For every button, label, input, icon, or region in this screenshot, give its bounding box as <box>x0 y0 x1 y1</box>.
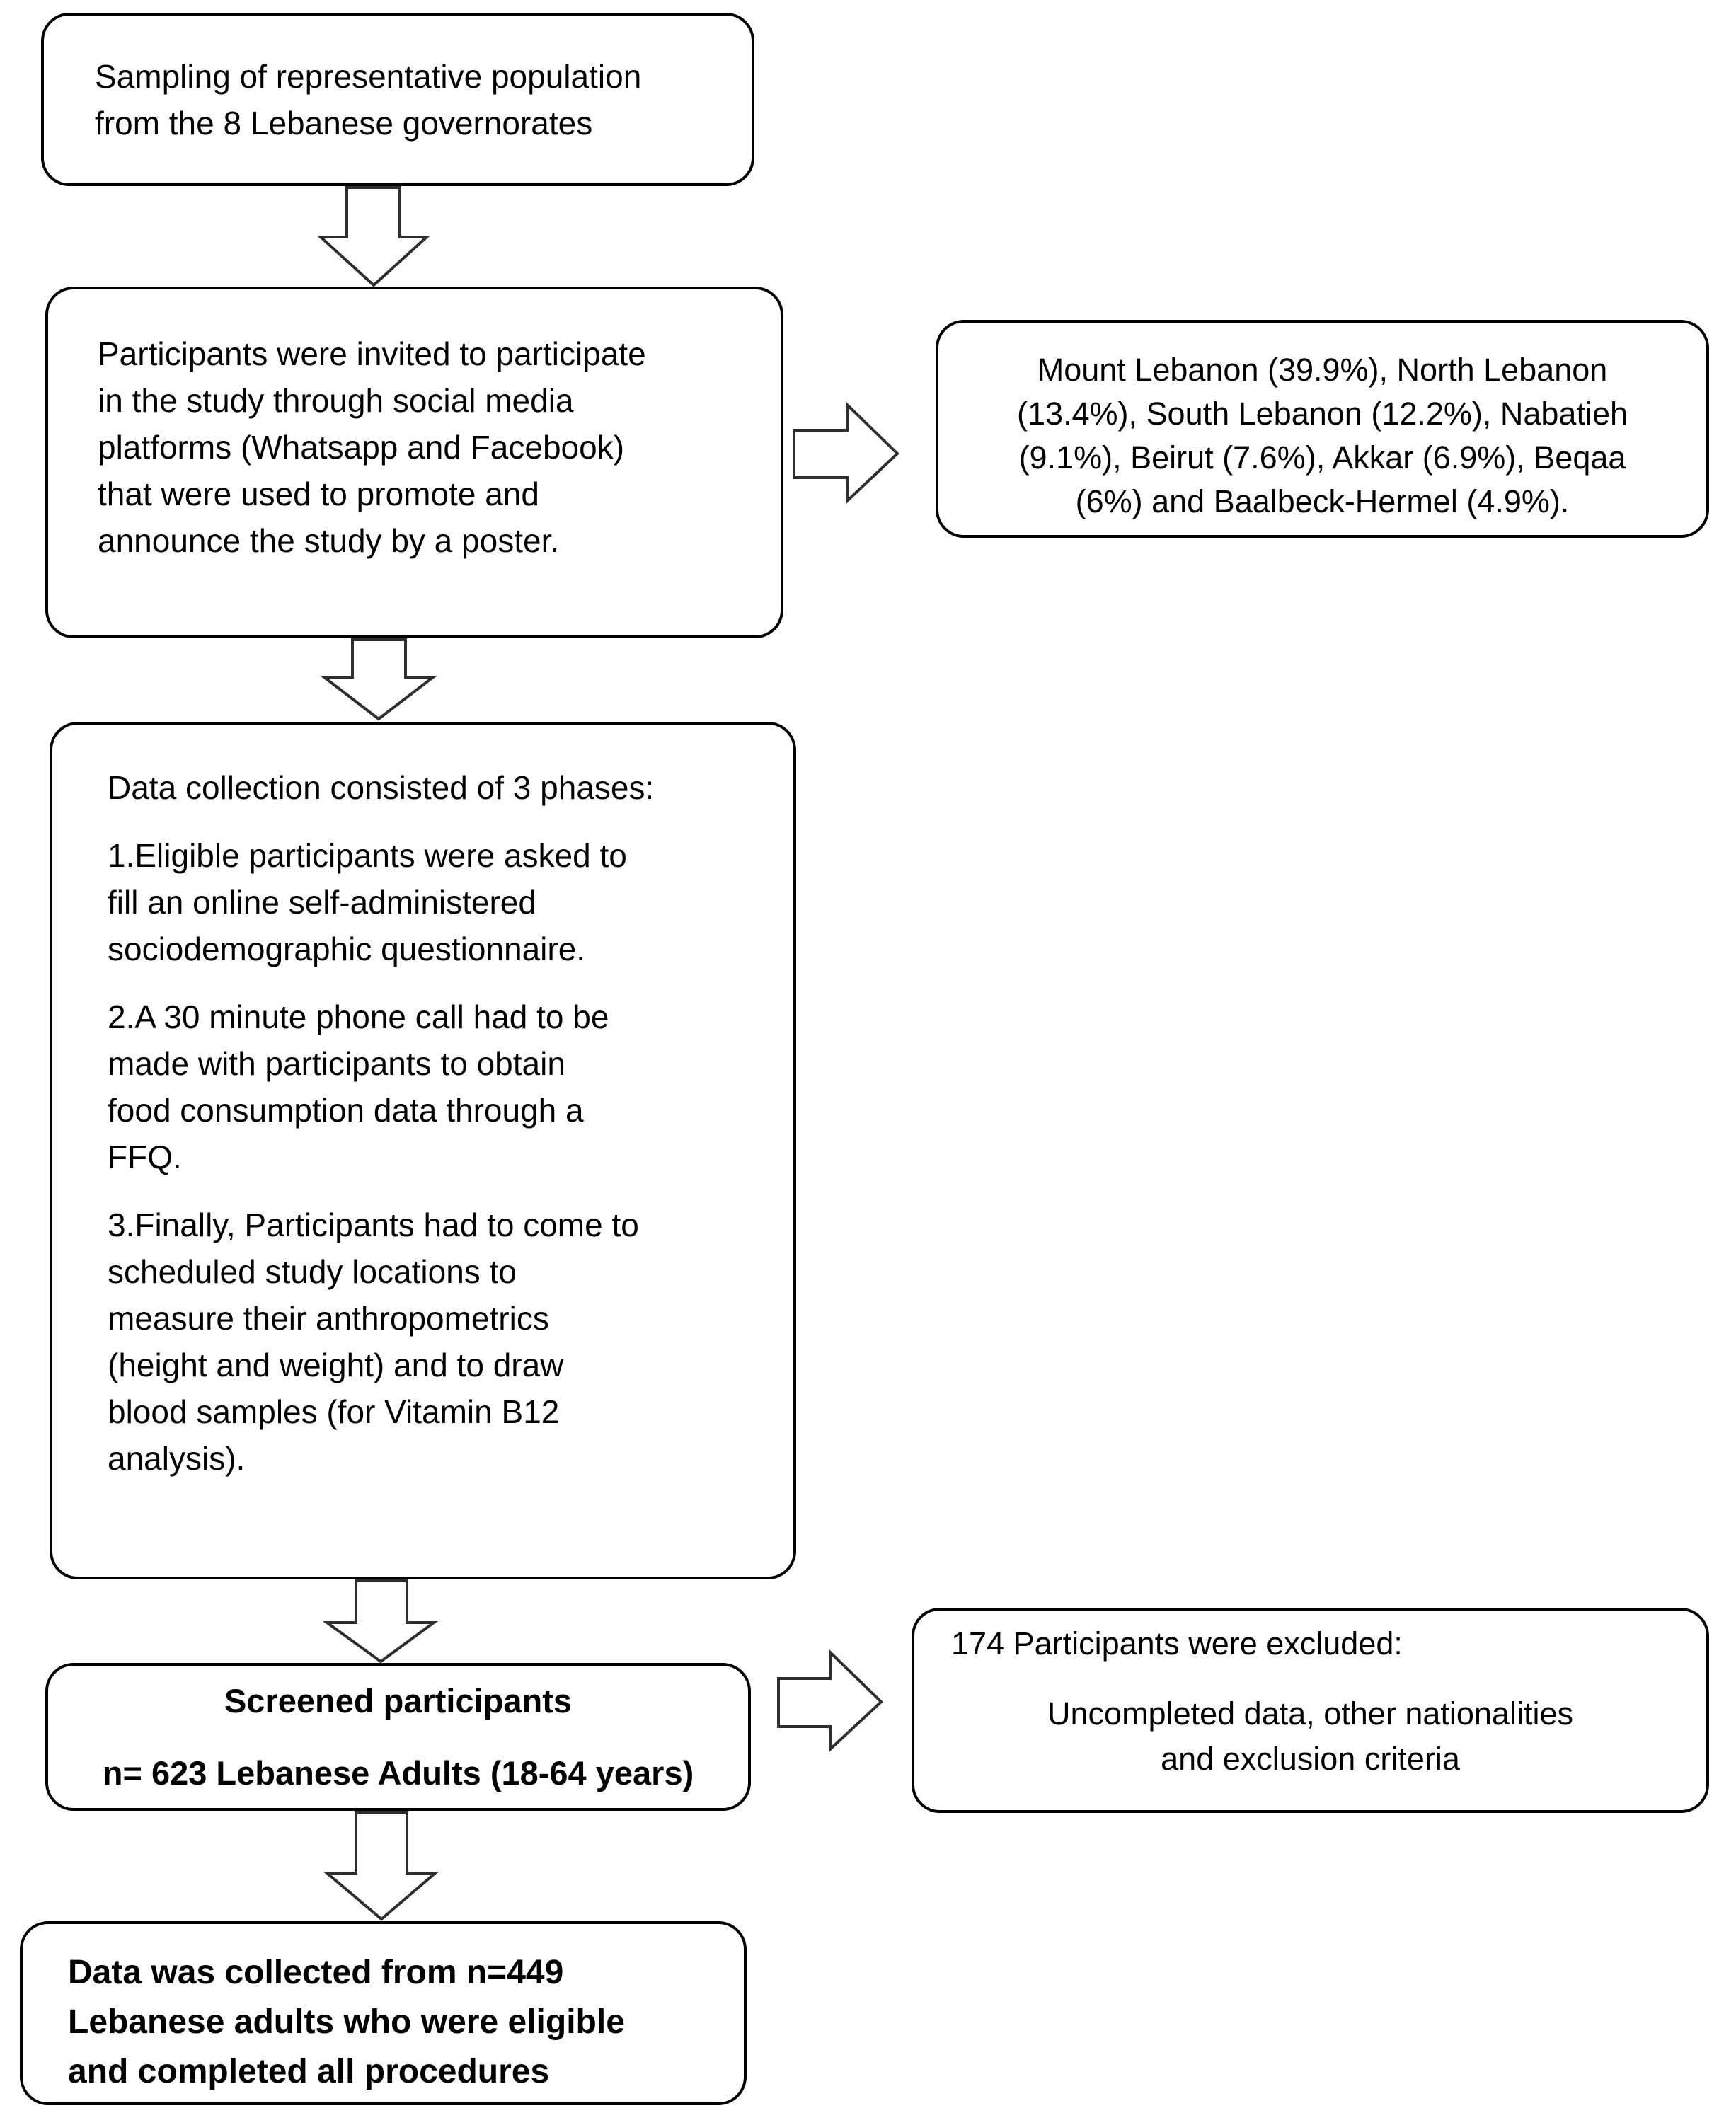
right-arrow-invitation <box>793 401 899 505</box>
phase-3-line: analysis). <box>108 1440 246 1477</box>
invitation-line: in the study through social media <box>98 382 574 419</box>
phase-2-line: FFQ. <box>108 1139 182 1175</box>
governorates-box: Mount Lebanon (39.9%), North Lebanon (13… <box>936 320 1709 538</box>
final-sample-line: Data was collected from n=449 <box>68 1954 564 1991</box>
excluded-reason-line: and exclusion criteria <box>1161 1741 1460 1777</box>
phase-1: 1.Eligible participants were asked to fi… <box>108 832 772 972</box>
down-arrow-1 <box>316 186 431 287</box>
governorates-line: Mount Lebanon (39.9%), North Lebanon <box>1037 352 1608 388</box>
phase-3: 3.Finally, Participants had to come to s… <box>108 1202 772 1482</box>
screened-title: Screened participants <box>224 1681 573 1720</box>
intro-line: Data collection consisted of 3 phases: <box>108 769 655 806</box>
invitation-box: Participants were invited to participate… <box>45 287 783 638</box>
governorates-line: (6%) and Baalbeck-Hermel (4.9%). <box>1075 483 1570 519</box>
down-arrow-2 <box>320 638 437 721</box>
phase-2-line: 2.A 30 minute phone call had to be <box>108 998 609 1035</box>
phase-1-line: fill an online self-administered <box>108 884 536 921</box>
invitation-line: that were used to promote and <box>98 476 539 512</box>
final-sample-box: Data was collected from n=449 Lebanese a… <box>20 1921 747 2105</box>
phase-3-line: scheduled study locations to <box>108 1253 517 1290</box>
phase-1-line: 1.Eligible participants were asked to <box>108 837 627 874</box>
excluded-heading: 174 Participants were excluded: <box>951 1625 1403 1662</box>
final-sample-line: and completed all procedures <box>68 2053 550 2090</box>
excluded-box: 174 Participants were excluded: Uncomple… <box>912 1608 1709 1813</box>
sampling-line: from the 8 Lebanese governorates <box>95 104 593 142</box>
screened-count: n= 623 Lebanese Adults (18-64 years) <box>102 1753 694 1792</box>
excluded-reason-line: Uncompleted data, other nationalities <box>1047 1695 1573 1732</box>
phase-3-line: measure their anthropometrics <box>108 1300 549 1337</box>
governorates-line: (13.4%), South Lebanon (12.2%), Nabatieh <box>1016 396 1628 432</box>
sampling-box: Sampling of representative population fr… <box>41 13 754 186</box>
final-sample-line: Lebanese adults who were eligible <box>68 2003 625 2041</box>
data-collection-box: Data collection consisted of 3 phases: 1… <box>50 722 796 1579</box>
phase-3-line: 3.Finally, Participants had to come to <box>108 1207 639 1243</box>
phase-3-line: blood samples (for Vitamin B12 <box>108 1393 560 1430</box>
governorates-line: (9.1%), Beirut (7.6%), Akkar (6.9%), Beq… <box>1018 439 1626 476</box>
phase-2-line: made with participants to obtain <box>108 1045 565 1082</box>
down-arrow-4 <box>323 1811 439 1921</box>
phase-2-line: food consumption data through a <box>108 1092 584 1129</box>
sampling-line: Sampling of representative population <box>95 57 642 95</box>
down-arrow-3 <box>322 1579 439 1664</box>
right-arrow-excluded <box>777 1649 883 1753</box>
invitation-line: platforms (Whatsapp and Facebook) <box>98 429 625 466</box>
invitation-line: Participants were invited to participate <box>98 335 646 372</box>
phase-1-line: sociodemographic questionnaire. <box>108 931 586 967</box>
phase-3-line: (height and weight) and to draw <box>108 1347 564 1383</box>
data-collection-intro: Data collection consisted of 3 phases: <box>108 764 772 811</box>
screened-box: Screened participants n= 623 Lebanese Ad… <box>45 1663 751 1811</box>
excluded-reasons: Uncompleted data, other nationalities an… <box>914 1691 1706 1782</box>
phase-2: 2.A 30 minute phone call had to be made … <box>108 994 772 1180</box>
invitation-line: announce the study by a poster. <box>98 522 560 559</box>
